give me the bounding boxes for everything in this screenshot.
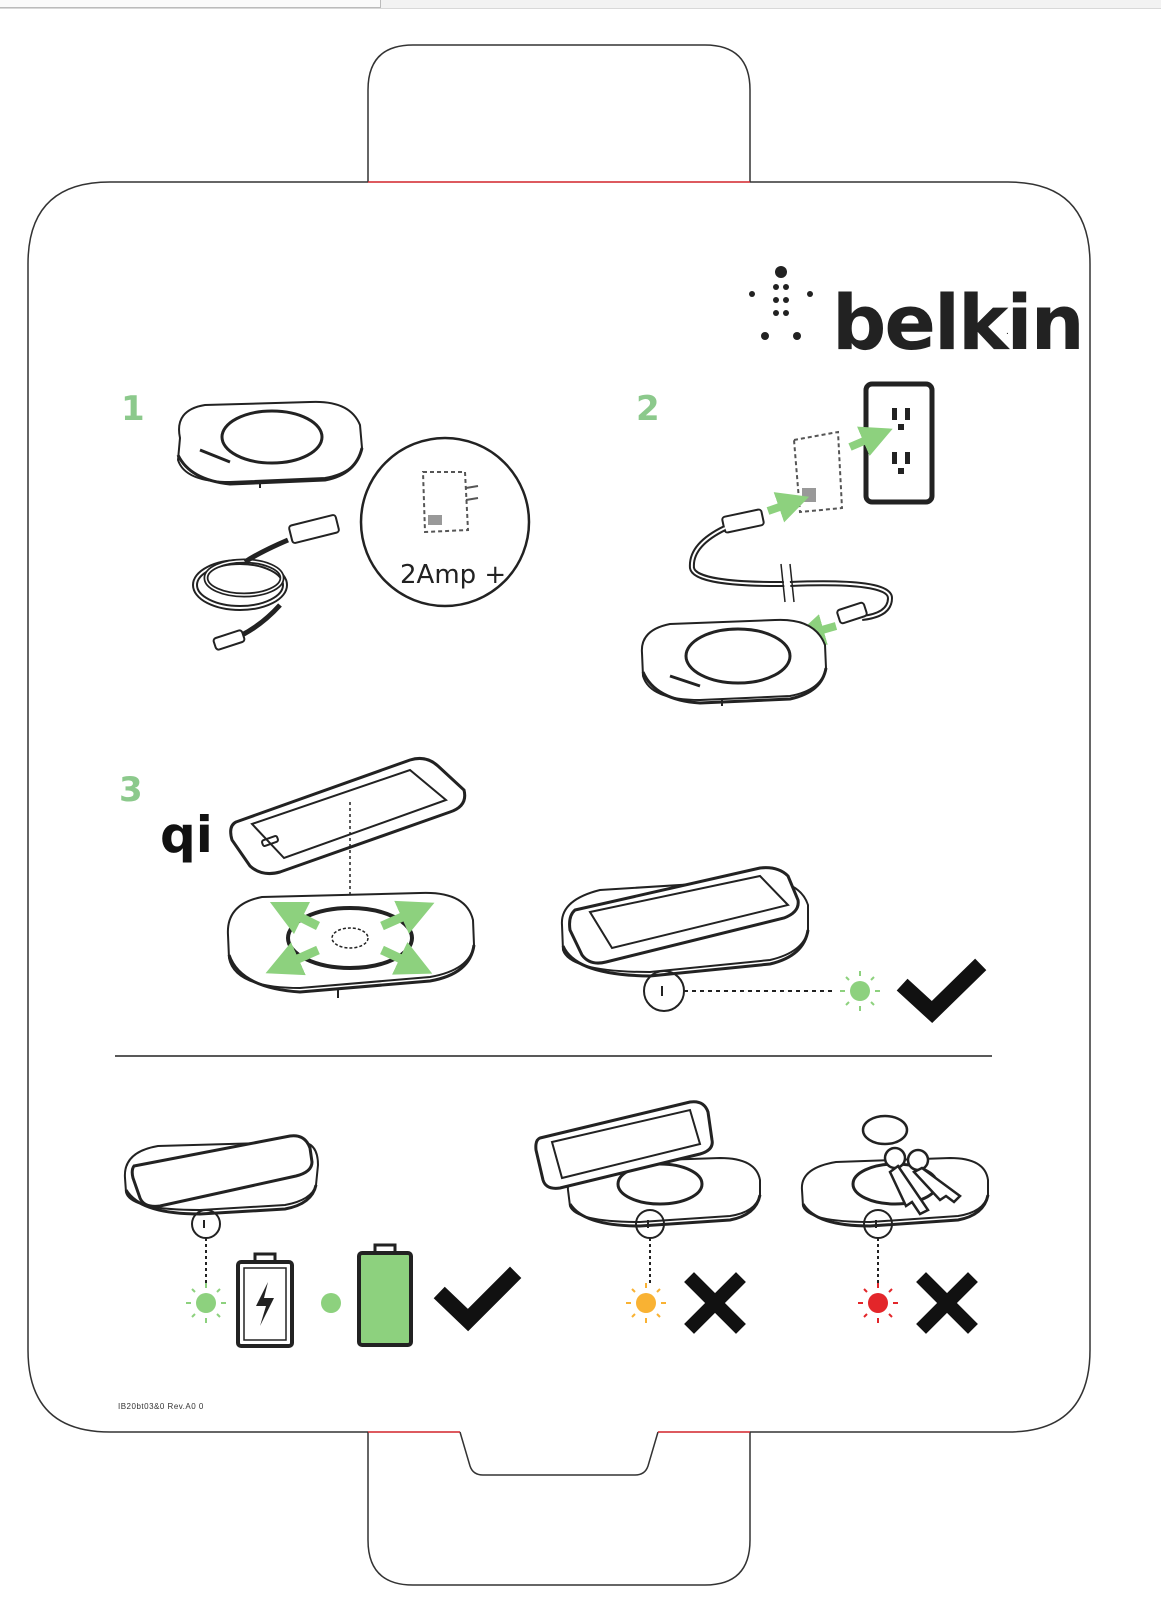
belkin-logo-icon — [749, 266, 813, 340]
usb-cable-icon — [195, 514, 339, 650]
led-light-icon — [321, 1293, 341, 1313]
led-light-icon — [858, 1283, 898, 1323]
check-icon — [445, 1278, 510, 1320]
step3-pad-with-phone — [562, 868, 835, 1011]
phone-icon — [231, 758, 465, 873]
step3-charging-pad — [228, 893, 474, 998]
check-icon — [908, 970, 975, 1012]
step2-wall-adapter — [794, 432, 842, 512]
qi-logo: qi — [160, 806, 213, 864]
cross-icon — [926, 1282, 968, 1324]
step-number-3: 3 — [119, 770, 143, 810]
trademark-mark: . — [1006, 326, 1009, 337]
step-number-1: 1 — [121, 389, 145, 429]
led-light-icon — [626, 1283, 666, 1323]
wall-outlet-icon — [866, 384, 932, 502]
led-light-icon — [840, 971, 880, 1011]
battery-charging-icon — [238, 1254, 292, 1346]
arrow-icon — [768, 502, 836, 634]
cross-icon — [694, 1282, 736, 1324]
adapter-rating-label: 2Amp + — [400, 560, 506, 590]
led-light-icon — [186, 1283, 226, 1323]
part-code: IB20bt03&0 Rev.A0 0 — [118, 1402, 204, 1411]
step2-cable — [692, 509, 890, 624]
step1-charging-pad — [178, 402, 362, 488]
battery-full-icon — [359, 1245, 411, 1345]
state-misaligned-pad — [536, 1102, 760, 1285]
step2-charging-pad — [642, 620, 826, 706]
step-number-2: 2 — [636, 389, 660, 429]
brand-wordmark: belkin — [832, 278, 1083, 367]
